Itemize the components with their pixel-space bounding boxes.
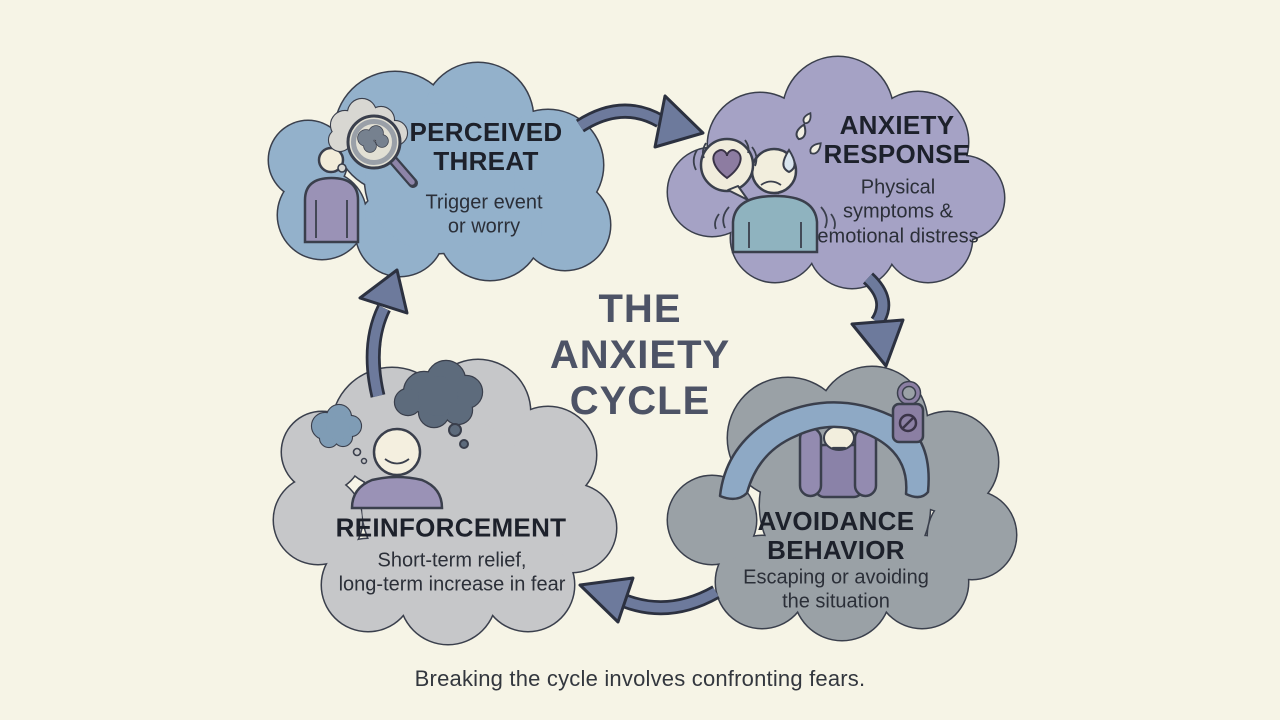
stage-heading-reinforcement: REINFORCEMENT: [335, 512, 567, 543]
door-hanger-icon: [891, 380, 925, 444]
stage-description-avoidance-behavior: Escaping or avoiding the situation: [743, 566, 929, 613]
worried-person-sweat-heart-icon: [692, 110, 836, 254]
person-hiding-under-blanket-icon: [718, 380, 930, 501]
stage-description-anxiety-response: Physical symptoms & emotional distress: [817, 176, 979, 248]
stage-description-perceived-threat: Trigger event or worry: [425, 191, 543, 238]
person-magnifying-thought-icon: [303, 97, 418, 244]
blanket-icon: [718, 401, 930, 501]
arrow-threat-to-response-icon: [575, 94, 705, 149]
arrow-avoidance-to-reinforcement-icon: [578, 576, 720, 624]
person-dark-thought-clouds-icon: [310, 359, 484, 510]
diagram-caption: Breaking the cycle involves confronting …: [414, 666, 866, 692]
stage-description-reinforcement: Short-term relief, long-term increase in…: [338, 549, 566, 596]
arrow-reinforcement-to-threat-icon: [358, 268, 409, 398]
sweat-drops-icon: [782, 110, 825, 174]
stage-heading-avoidance-behavior: AVOIDANCE BEHAVIOR: [757, 505, 915, 565]
diagram-title: THE ANXIETY CYCLE: [549, 287, 731, 423]
heart-speech-bubble-icon: [692, 137, 758, 201]
blue-thought-cloud-icon: [310, 403, 368, 465]
arrow-response-to-avoidance-icon: [850, 272, 905, 368]
stage-heading-anxiety-response: ANXIETY RESPONSE: [823, 109, 971, 169]
dark-thought-cloud-icon: [393, 359, 484, 449]
stage-heading-perceived-threat: PERCEIVED THREAT: [409, 116, 563, 176]
magnifying-glass-icon: [346, 114, 418, 188]
